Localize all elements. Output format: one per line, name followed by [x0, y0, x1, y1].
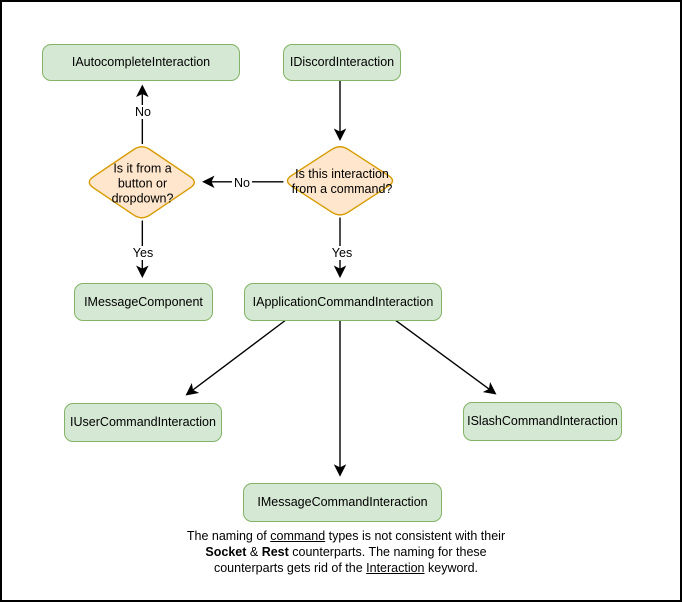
edge-label-no-left: No [232, 176, 252, 190]
node-label: IDiscordInteraction [289, 55, 395, 69]
decision-from-command-shape [286, 146, 394, 216]
edge-application-to-user-command [185, 318, 288, 396]
edge-label-no-up: No [133, 105, 153, 119]
node-label: IAutocompleteInteraction [71, 55, 211, 69]
node-message-command-interaction: IMessageCommandInteraction [243, 483, 442, 522]
node-label: IMessageComponent [84, 294, 203, 309]
node-label: IApplicationCommandInteraction [252, 294, 434, 309]
decision-from-command-label: Is this interaction from a command? [291, 167, 393, 196]
node-label: IMessageCommandInteraction [257, 495, 428, 509]
node-label: ISlashCommandInteraction [467, 414, 618, 428]
naming-note-line-3: counterparts gets rid of the Interaction… [213, 561, 479, 575]
edge-application-to-slash-command [393, 318, 497, 395]
node-message-component: IMessageComponent [74, 283, 213, 321]
node-slash-command-interaction: ISlashCommandInteraction [463, 402, 622, 441]
node-discord-interaction: IDiscordInteraction [283, 44, 401, 81]
node-user-command-interaction: IUserCommandInteraction [64, 403, 222, 442]
naming-note-line-1: The naming of command types is not consi… [186, 529, 506, 543]
decision-button-dropdown-shape [88, 146, 196, 219]
edge-label-yes-right: Yes [329, 246, 355, 260]
decision-button-dropdown-label: Is it from a button or dropdown? [111, 161, 174, 205]
node-application-command-interaction: IApplicationCommandInteraction [244, 283, 442, 321]
naming-note-line-2: Socket & Rest counterparts. The naming f… [205, 545, 487, 559]
edge-label-yes-left: Yes [130, 246, 156, 260]
naming-note: The naming of command types is not consi… [136, 528, 556, 576]
node-autocomplete-interaction: IAutocompleteInteraction [42, 44, 240, 81]
node-label: IUserCommandInteraction [70, 415, 216, 429]
